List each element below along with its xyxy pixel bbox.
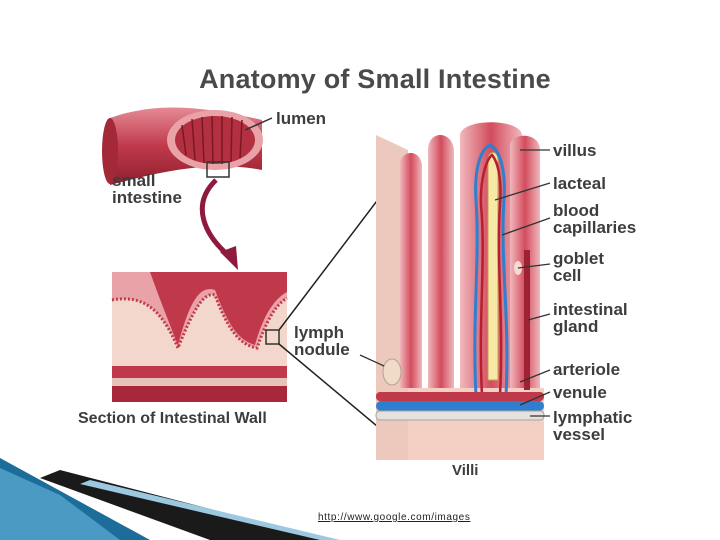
section-epithelium <box>111 293 288 352</box>
tube-folds <box>181 115 243 165</box>
section-submucosa <box>112 378 287 386</box>
label-small-intestine-line2: intestine <box>112 188 182 207</box>
capillary-network-blue <box>473 143 509 396</box>
label-lymphatic-vessel: lymphatic vessel <box>553 409 632 443</box>
arteriole-vessel <box>376 392 544 401</box>
lymph-nodule-shape <box>382 358 402 386</box>
label-pointers <box>359 149 551 417</box>
label-venule: venule <box>553 383 607 402</box>
section-villi-dark <box>112 272 287 345</box>
label-goblet-cell-line1: goblet <box>553 249 604 268</box>
label-villi: Villi <box>452 462 479 479</box>
label-goblet-cell-line2: cell <box>553 266 582 285</box>
label-lumen: lumen <box>276 109 327 128</box>
label-arteriole: arteriole <box>553 360 621 379</box>
source-link[interactable]: http://www.google.com/images <box>318 512 471 523</box>
venule-vessel <box>376 401 544 411</box>
label-lymph-nodule-line2: nodule <box>294 340 350 359</box>
villus-2 <box>428 135 454 388</box>
label-lymph-nodule: lymph nodule <box>294 324 350 358</box>
label-blood-capillaries: blood capillaries <box>553 202 636 236</box>
label-lymphatic-vessel-line1: lymphatic <box>553 408 633 427</box>
zoom-arrow-head <box>220 246 238 270</box>
label-intestinal-gland-line2: gland <box>553 317 599 336</box>
label-lymphatic-vessel-line2: vessel <box>553 425 605 444</box>
lumen-pointer <box>244 117 273 131</box>
intestinal-gland <box>524 250 530 390</box>
label-villus: villus <box>553 141 597 160</box>
lacteal-vessel <box>487 152 499 381</box>
section-mucosa <box>112 294 287 366</box>
zoom-box-small <box>206 161 230 178</box>
corner-stripe-blue <box>80 480 340 540</box>
zoom-arrow <box>199 178 230 257</box>
label-intestinal-gland-line1: intestinal <box>553 300 628 319</box>
label-small-intestine: small intestine <box>112 172 182 206</box>
label-blood-capillaries-line2: capillaries <box>553 218 637 237</box>
caption-section: Section of Intestinal Wall <box>78 410 267 427</box>
label-blood-capillaries-line1: blood <box>553 201 600 220</box>
corner-triangle-light <box>0 468 120 540</box>
lymphatic-vessel-shape <box>375 410 545 421</box>
villus-1 <box>400 152 422 388</box>
section-muscle-1 <box>112 366 287 378</box>
zoom-box-wall <box>265 329 280 345</box>
label-goblet-cell: goblet cell <box>553 250 604 284</box>
label-small-intestine-line1: small <box>112 171 156 190</box>
label-lymph-nodule-line1: lymph <box>294 323 345 342</box>
label-intestinal-gland: intestinal gland <box>553 301 628 335</box>
tube-end-left <box>102 118 118 184</box>
section-muscle-2 <box>112 386 287 402</box>
capillary-network-red <box>479 153 503 396</box>
label-lacteal: lacteal <box>553 174 606 193</box>
page-title: Anatomy of Small Intestine <box>199 64 551 94</box>
